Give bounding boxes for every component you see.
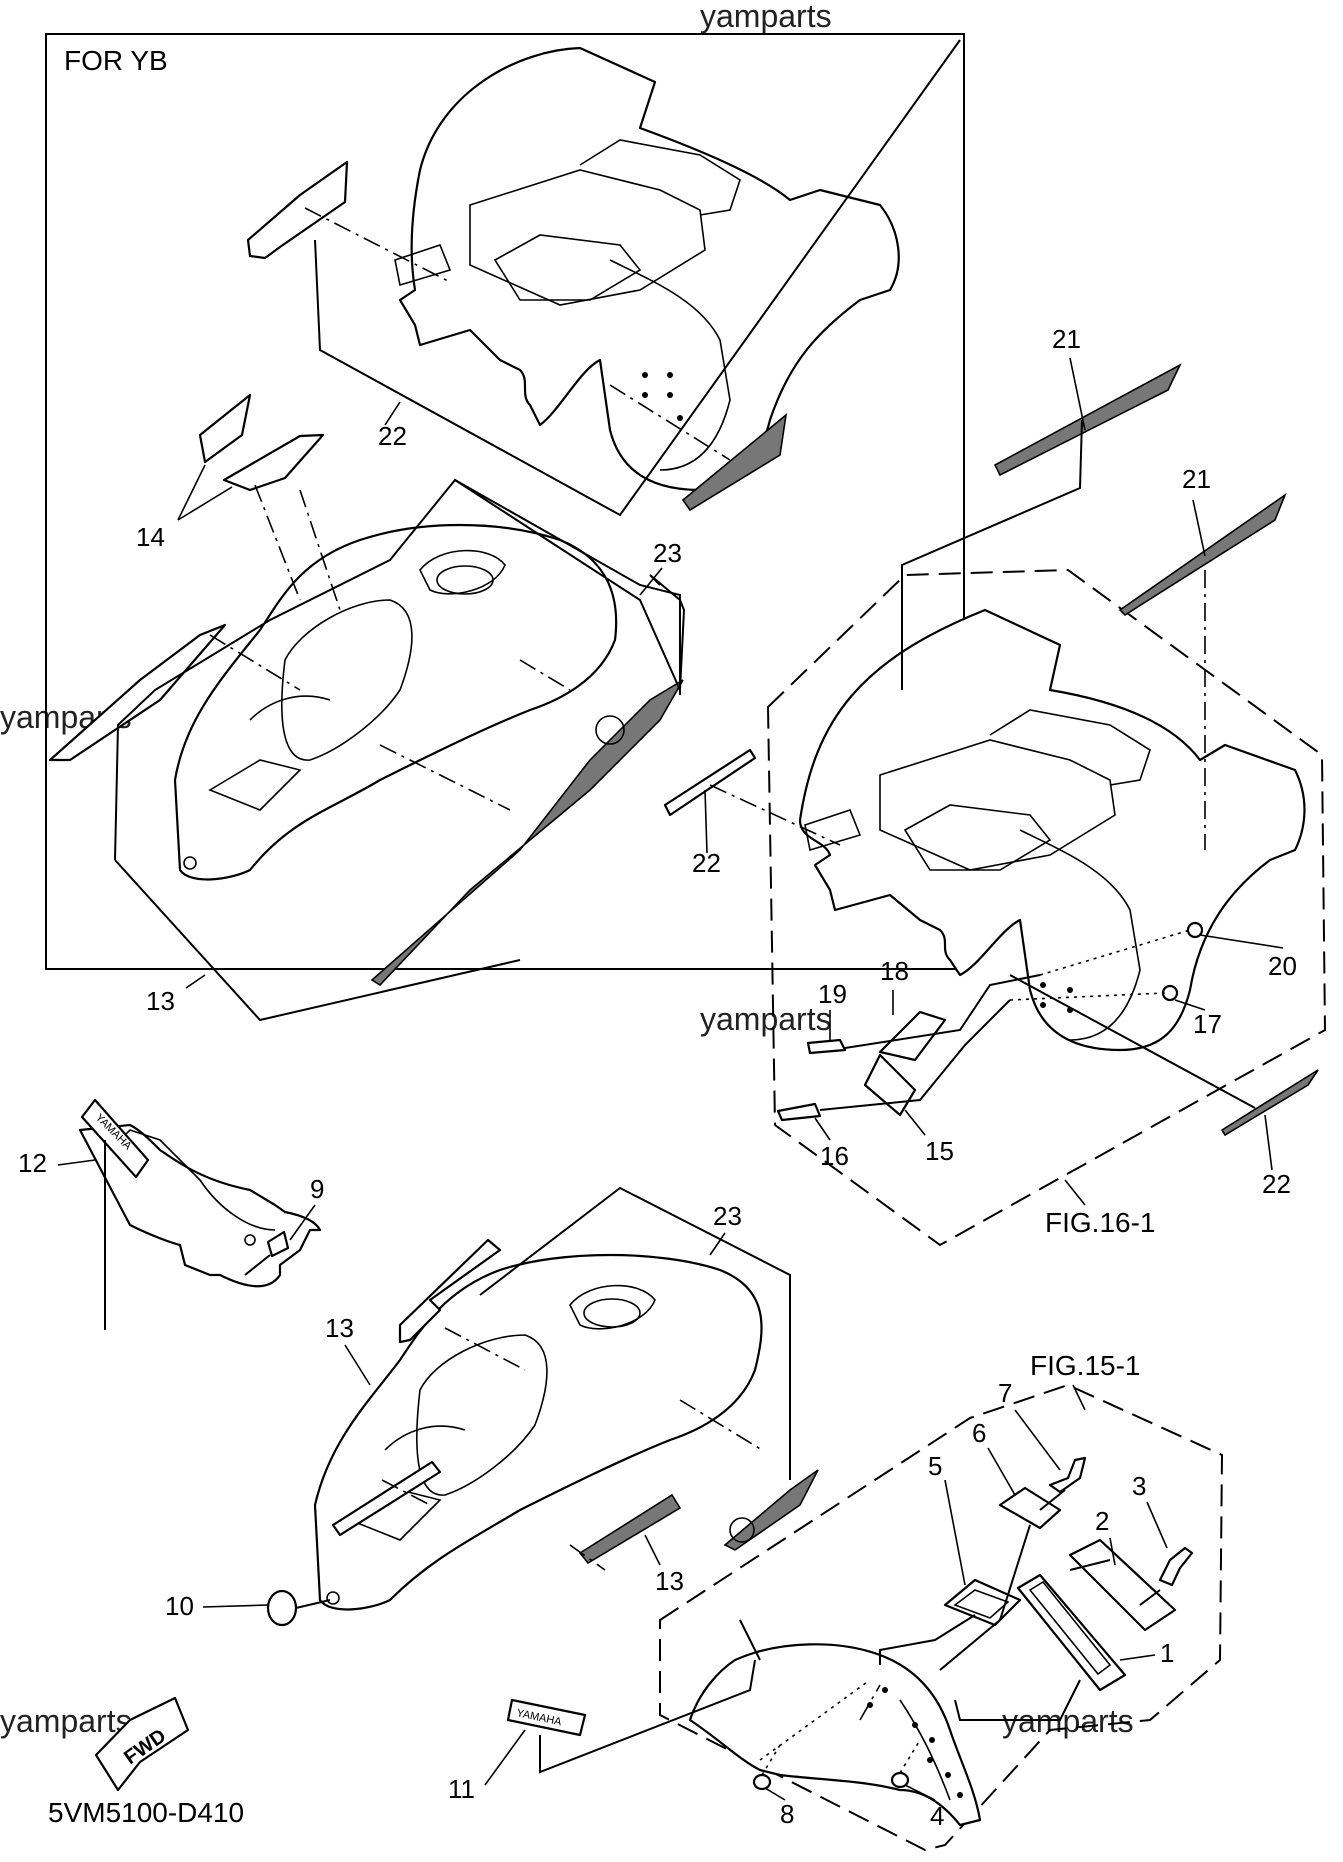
fig15-label: FIG.15-1	[1030, 1350, 1140, 1381]
fender-fig15	[688, 1643, 982, 1827]
callout-13-yb: 13	[146, 986, 175, 1016]
for-yb-panel: FOR YB 22	[45, 33, 965, 1022]
callout-4: 4	[930, 1801, 944, 1831]
decal-13-strip	[331, 1460, 442, 1537]
callout-8: 8	[780, 1799, 794, 1829]
callout-21-top: 21	[1052, 324, 1081, 354]
watermark-top: yamparts	[700, 0, 832, 34]
plate-15	[863, 1053, 917, 1117]
watermark-bottom-left: yamparts	[0, 1703, 132, 1739]
decal-arrow-fender	[398, 1238, 502, 1344]
decal-13-lower	[578, 1493, 682, 1565]
decal-22-yb-left	[246, 160, 349, 260]
bolt-16	[776, 1102, 822, 1122]
callout-20: 20	[1268, 951, 1297, 981]
callout-18: 18	[880, 956, 909, 986]
bolt-19	[806, 1038, 847, 1055]
plate-18	[878, 1010, 947, 1062]
rivet-7	[1048, 1456, 1087, 1494]
decal-22-fig16-right	[1220, 1069, 1319, 1137]
front-fender-lower	[313, 1253, 763, 1611]
callout-6: 6	[972, 1418, 986, 1448]
callout-2: 2	[1095, 1506, 1109, 1536]
for-yb-title: FOR YB	[64, 45, 168, 76]
side-cover-group: YAMAHA 12 9	[18, 1098, 324, 1330]
decal-14-b	[222, 433, 325, 492]
gasket-1	[1016, 1573, 1127, 1692]
callout-11: 11	[448, 1774, 475, 1804]
callout-12: 12	[18, 1148, 47, 1178]
callout-23-lower: 23	[713, 1201, 742, 1231]
fig16-label: FIG.16-1	[1045, 1207, 1155, 1238]
fig15-dashed-outline	[659, 1383, 1224, 1852]
nut-8	[752, 1773, 772, 1791]
fig15-front-group: FIG.15-1 1 2 3 4 5 6	[659, 1350, 1224, 1852]
callout-22-fig16-right: 22	[1262, 1169, 1291, 1199]
emblem-10	[266, 1589, 298, 1627]
decal-13-yb-left	[48, 623, 227, 762]
callout-13-lower: 13	[655, 1566, 684, 1596]
plate-6	[998, 1486, 1062, 1530]
callout-14-yb: 14	[136, 522, 165, 552]
watermark-middle: yamparts	[700, 1001, 832, 1037]
callout-15: 15	[925, 1136, 954, 1166]
decal-14-a	[198, 393, 252, 464]
fig16-dashed-outline	[766, 568, 1327, 1247]
decal-13-yb	[370, 679, 684, 987]
decal-21-lower	[1118, 492, 1287, 617]
callout-23-yb: 23	[653, 538, 682, 568]
for-yb-border	[45, 33, 965, 970]
plate-2	[1068, 1538, 1177, 1632]
callout-10: 10	[165, 1591, 194, 1621]
callout-22-yb: 22	[378, 421, 407, 451]
nut-20	[1186, 921, 1204, 939]
front-fender-yb	[173, 523, 618, 881]
rear-fender-yb	[394, 46, 900, 492]
decal-9	[266, 1230, 290, 1258]
fig16-rear-fender-group: 21 21 22 22 19 18 16 15 20	[663, 324, 1327, 1247]
decal-21-top	[993, 363, 1182, 477]
callout-5: 5	[928, 1451, 942, 1481]
rivet-3	[1158, 1546, 1194, 1587]
callout-16: 16	[820, 1141, 849, 1171]
callout-21-lower: 21	[1182, 464, 1211, 494]
decal-22-strip	[663, 748, 757, 817]
nut-17	[1161, 984, 1179, 1002]
decal-yamaha-11: YAMAHA	[506, 1698, 587, 1737]
decal-22-yb-right	[681, 413, 788, 512]
plate-5	[943, 1578, 1022, 1627]
callout-9: 9	[310, 1174, 324, 1204]
callout-17: 17	[1193, 1009, 1222, 1039]
callout-7: 7	[998, 1378, 1012, 1408]
drawing-code: 5VM5100-D410	[48, 1797, 244, 1828]
decal-23-right	[723, 1469, 819, 1551]
callout-1: 1	[1160, 1638, 1174, 1668]
callout-19: 19	[818, 979, 847, 1009]
callout-3: 3	[1132, 1471, 1146, 1501]
callout-13-left: 13	[325, 1313, 354, 1343]
